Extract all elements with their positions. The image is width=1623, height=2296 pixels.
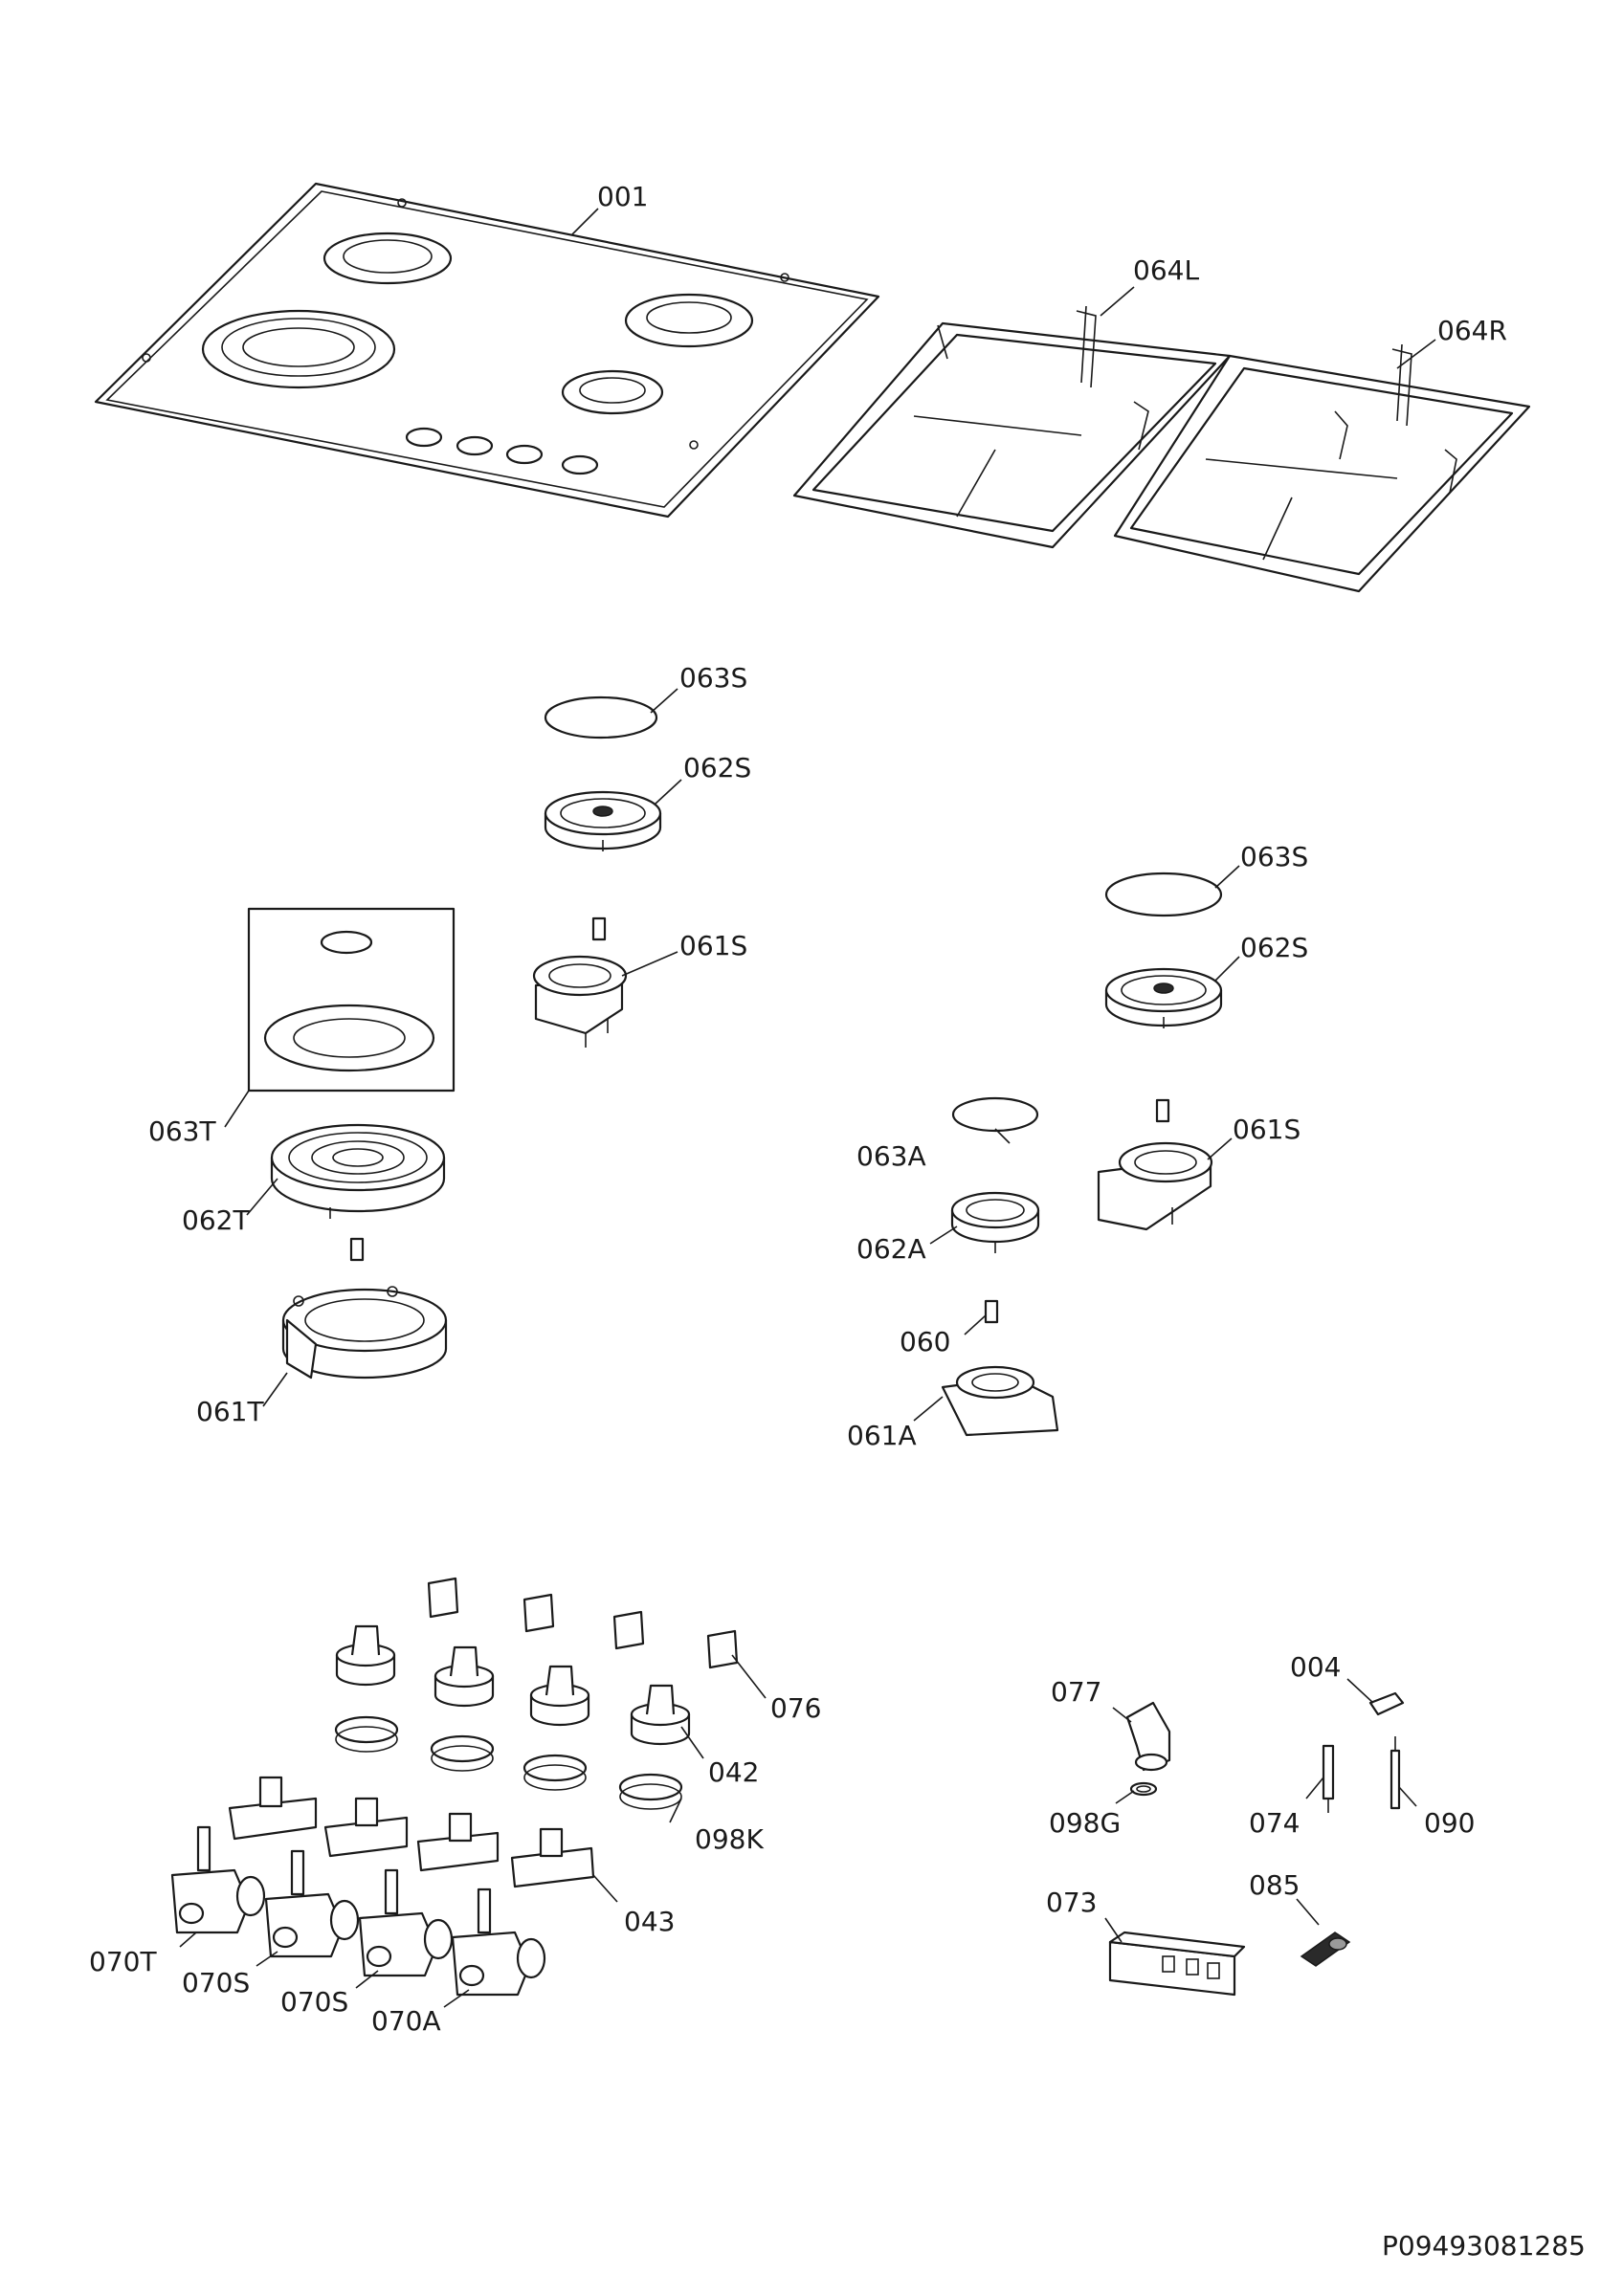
part-gasket-098G xyxy=(1129,1781,1158,1797)
part-clip-076 xyxy=(427,1577,739,1669)
label-077: 077 xyxy=(1051,1676,1101,1708)
label-064L: 064L xyxy=(1133,254,1199,286)
label-061A: 061A xyxy=(847,1420,917,1451)
part-burner-cap-063A xyxy=(951,1096,1039,1133)
label-061S-b: 061S xyxy=(1233,1114,1301,1145)
label-070S-a: 070S xyxy=(182,1967,250,1998)
label-060: 060 xyxy=(900,1326,950,1358)
part-burner-base-061A xyxy=(941,1365,1059,1437)
part-burner-crown-062A xyxy=(950,1191,1040,1253)
part-burner-crown-062S-b xyxy=(1104,967,1223,1028)
part-knob-042 xyxy=(335,1624,691,1746)
part-switch-043 xyxy=(228,1776,595,1888)
label-062A: 062A xyxy=(856,1233,926,1265)
part-valve-070A xyxy=(451,1888,546,1997)
label-062S-b: 062S xyxy=(1240,932,1308,963)
label-085: 085 xyxy=(1249,1869,1300,1901)
part-pan-support-left xyxy=(792,305,1232,549)
part-hob-top xyxy=(94,182,880,519)
label-061S-a: 061S xyxy=(679,930,747,961)
label-061T: 061T xyxy=(196,1396,264,1427)
label-064R: 064R xyxy=(1437,315,1507,346)
label-074: 074 xyxy=(1249,1807,1300,1839)
label-004: 004 xyxy=(1290,1651,1341,1683)
label-063S-b: 063S xyxy=(1240,841,1308,872)
label-043: 043 xyxy=(624,1906,675,1937)
label-070S-b: 070S xyxy=(280,1986,348,2018)
label-062S-a: 062S xyxy=(683,752,751,784)
label-073: 073 xyxy=(1046,1887,1097,1918)
label-090: 090 xyxy=(1424,1807,1475,1839)
label-070T: 070T xyxy=(89,1946,157,1977)
label-063A: 063A xyxy=(856,1140,926,1172)
part-clip-085 xyxy=(1300,1932,1351,1967)
part-burner-crown-062S-a xyxy=(544,790,662,851)
part-injector-060 xyxy=(984,1299,999,1324)
document-code: P09493081285 xyxy=(1382,2230,1586,2262)
part-burner-cap-063S-b xyxy=(1104,872,1223,917)
leader-lines xyxy=(179,208,1436,2008)
part-valve-070S-b xyxy=(358,1868,454,1977)
part-valve-070T xyxy=(170,1825,266,1934)
part-burner-base-061T xyxy=(281,1237,448,1380)
part-spark-plug-090 xyxy=(1390,1736,1401,1810)
part-valve-070S-a xyxy=(264,1849,360,1958)
part-thermocouple-074 xyxy=(1322,1744,1335,1813)
label-076: 076 xyxy=(770,1692,821,1724)
part-burner-cap-063T xyxy=(247,907,456,1093)
part-burner-cap-063S-a xyxy=(544,695,658,740)
label-098K: 098K xyxy=(695,1823,764,1855)
part-burner-base-061S-b xyxy=(1097,1098,1213,1231)
part-burner-base-061S-a xyxy=(532,916,628,1048)
part-burner-crown-062T xyxy=(270,1123,446,1219)
part-pan-support-right xyxy=(1113,343,1531,593)
label-042: 042 xyxy=(708,1756,759,1788)
part-clip-004 xyxy=(1368,1691,1405,1716)
part-seal-098K xyxy=(334,1715,683,1810)
label-063T: 063T xyxy=(148,1115,216,1147)
label-063S-a: 063S xyxy=(679,662,747,694)
part-elbow-077 xyxy=(1125,1701,1171,1772)
label-070A: 070A xyxy=(371,2005,441,2037)
part-ignition-unit-073 xyxy=(1108,1931,1246,1997)
part-labels: 001 064L 064R 063S 062S 061S 063S 062S 0… xyxy=(89,181,1586,2262)
label-001: 001 xyxy=(597,181,648,212)
label-098G: 098G xyxy=(1049,1807,1121,1839)
label-062T: 062T xyxy=(182,1204,250,1236)
